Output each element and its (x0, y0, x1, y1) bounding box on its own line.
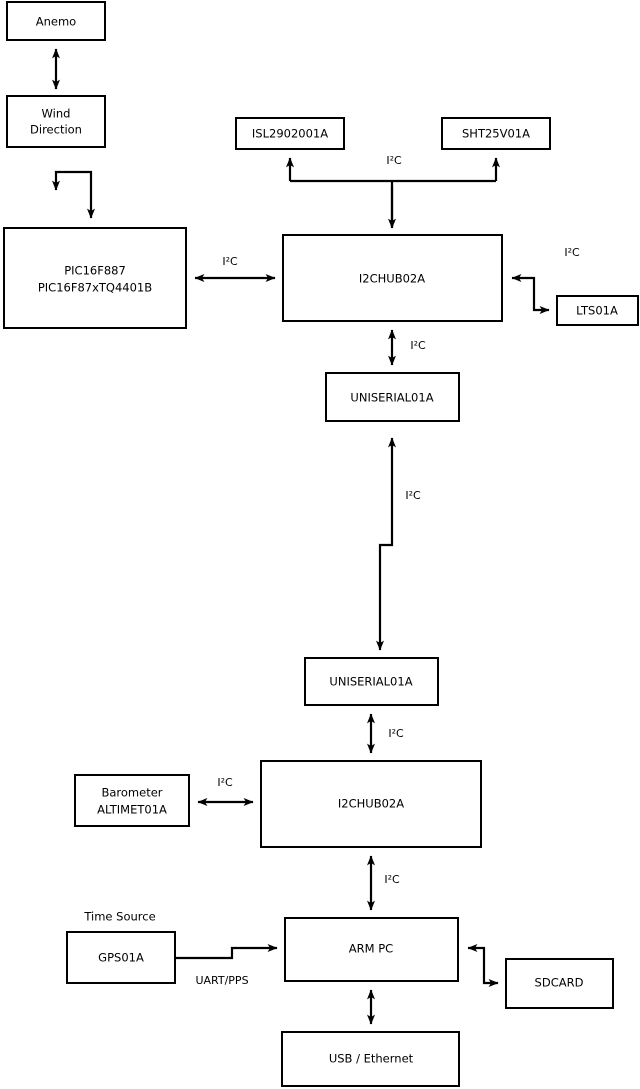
edge-label-i2chub-lts: I²C (564, 246, 580, 259)
node-i2chub02a-bottom[interactable]: I2CHUB02A (260, 760, 482, 848)
label-time-source: Time Source (83, 910, 155, 924)
node-label-wind-direction-line2: Direction (30, 123, 82, 137)
node-label-armpc: ARM PC (349, 942, 393, 956)
node-label-isl: ISL2902001A (252, 127, 328, 141)
node-box[interactable] (3, 227, 187, 329)
node-label-sht: SHT25V01A (462, 127, 530, 141)
edge-label-pic-i2chub: I²C (222, 255, 238, 268)
node-box[interactable] (505, 958, 614, 1009)
node-sdcard[interactable]: SDCARD (505, 958, 614, 1009)
node-box[interactable] (235, 117, 345, 150)
node-box[interactable] (281, 1031, 460, 1087)
node-label-uniserial-bottom: UNISERIAL01A (329, 675, 412, 689)
edge-wind-direction-pic (52, 170, 95, 219)
node-label-uniserial-top: UNISERIAL01A (350, 391, 433, 405)
edge-line (511, 274, 550, 314)
edge-label-barometer-i2chub: I²C (217, 776, 233, 789)
edge-label-i2chub-uniserial-top: I²C (410, 339, 426, 352)
node-box[interactable] (282, 234, 503, 322)
node-barometer-altimet01a[interactable]: Barometer ALTIMET01A (74, 774, 190, 827)
node-label-usb-ethernet: USB / Ethernet (329, 1052, 414, 1066)
edge-i2chub-bottom-armpc: I²C (367, 855, 400, 911)
edge-label-uniserial-i2chub-bottom: I²C (388, 727, 404, 740)
edge-label-gps-armpc: UART/PPS (195, 974, 248, 987)
node-anemo[interactable]: Anemo (6, 1, 106, 41)
edge-i2chub-top-uniserial-top: I²C (388, 329, 426, 366)
node-label-barometer-line2: ALTIMET01A (97, 803, 167, 817)
edge-line (52, 170, 95, 219)
node-arm-pc[interactable]: ARM PC (284, 917, 459, 982)
node-pic-microcontroller[interactable]: PIC16F887 PIC16F87xTQ4401B (3, 227, 187, 329)
node-box[interactable] (325, 372, 460, 422)
edge-uniserial-bottom-i2chub-bottom: I²C (367, 713, 404, 754)
node-box[interactable] (66, 931, 176, 984)
node-box[interactable] (6, 95, 106, 148)
node-label-gps: GPS01A (98, 951, 144, 965)
node-isl2902001a[interactable]: ISL2902001A (235, 117, 345, 150)
edge-gps-armpc: UART/PPS (175, 944, 278, 987)
node-uniserial01a-bottom[interactable]: UNISERIAL01A (304, 657, 439, 706)
node-label-i2chub-bottom: I2CHUB02A (338, 797, 404, 811)
node-gps01a[interactable]: GPS01A (66, 931, 176, 984)
node-label-i2chub-top: I2CHUB02A (359, 272, 425, 286)
node-box[interactable] (284, 917, 459, 982)
edge-pic-i2chub-top: I²C (194, 255, 276, 282)
node-box[interactable] (74, 774, 190, 827)
node-box[interactable] (556, 295, 639, 326)
node-label-wind-direction-line1: Wind (42, 107, 71, 121)
node-box[interactable] (441, 117, 551, 150)
node-label-barometer-line1: Barometer (101, 786, 162, 800)
edge-line (467, 944, 499, 987)
edge-line (376, 437, 396, 651)
node-sht25v01a[interactable]: SHT25V01A (441, 117, 551, 150)
node-lts01a[interactable]: LTS01A (556, 295, 639, 326)
edge-armpc-sdcard (467, 944, 499, 987)
node-i2chub02a-top[interactable]: I2CHUB02A (282, 234, 503, 322)
node-label-lts: LTS01A (576, 304, 618, 318)
edge-i2chub-top-sensors: I²C (286, 154, 500, 229)
edge-barometer-i2chub-bottom: I²C (197, 776, 254, 806)
edge-label-i2chub-armpc: I²C (384, 873, 400, 886)
edge-i2chub-top-lts: I²C (511, 246, 580, 314)
edge-uniserial-top-uniserial-bottom: I²C (376, 437, 421, 651)
edge-line (175, 944, 278, 960)
edge-label-uniserial-link: I²C (405, 489, 421, 502)
node-box[interactable] (260, 760, 482, 848)
node-label-pic-line2: PIC16F87xTQ4401B (38, 281, 152, 295)
node-box[interactable] (6, 1, 106, 41)
node-wind-direction[interactable]: Wind Direction (6, 95, 106, 148)
node-box[interactable] (304, 657, 439, 706)
edge-label-i2chub-sensors: I²C (386, 154, 402, 167)
node-label-sdcard: SDCARD (535, 976, 584, 990)
node-label-anemo: Anemo (36, 15, 76, 29)
node-uniserial01a-top[interactable]: UNISERIAL01A (325, 372, 460, 422)
node-usb-ethernet[interactable]: USB / Ethernet (281, 1031, 460, 1087)
node-label-pic-line1: PIC16F887 (64, 264, 126, 278)
